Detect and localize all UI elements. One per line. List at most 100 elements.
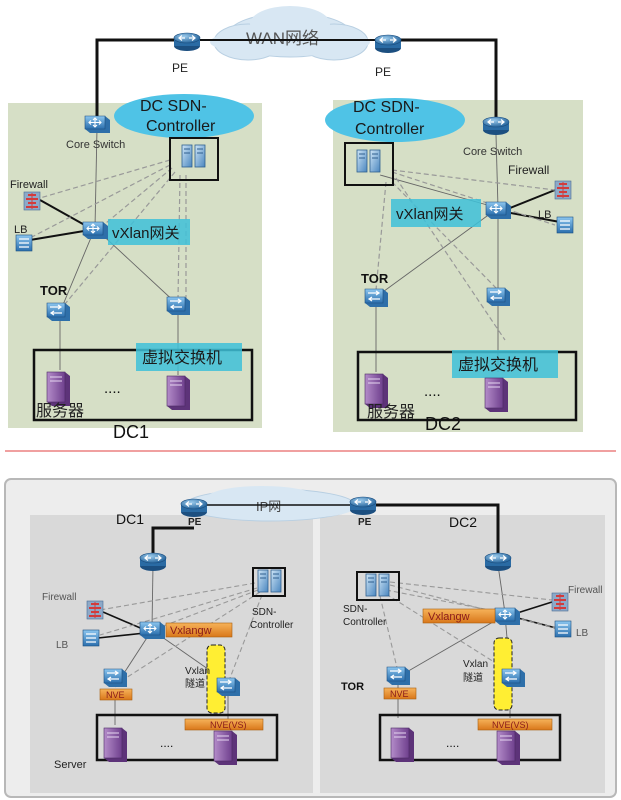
- bottom-left-tunnel-label: Vxlan: [185, 666, 210, 677]
- dc2-tor-label: TOR: [361, 271, 389, 286]
- tor-switch-icon: [103, 668, 128, 688]
- bottom-dc1-name: DC1: [116, 511, 144, 527]
- virtual-switch-icon: [216, 677, 241, 697]
- virtual-switch-icon: [501, 668, 526, 688]
- bottom-dc2-name: DC2: [449, 514, 477, 530]
- bottom-left-nvevs-bar: [184, 718, 264, 731]
- bottom-right-ellipsis: ....: [446, 736, 459, 750]
- bottom-right-server-frame: [378, 713, 562, 762]
- bottom-right-controller-label: Controller: [343, 617, 387, 628]
- dc2-controller-bubble: [325, 98, 465, 142]
- ip-link-right: [370, 503, 500, 558]
- dc1-controller-frame: [169, 137, 219, 181]
- dc1-vxlan-gw-band: [108, 219, 190, 245]
- bottom-left-nve-label: NVE: [106, 690, 125, 700]
- bottom-left-server-frame: [95, 713, 279, 762]
- core-switch-icon: [484, 552, 512, 572]
- lb-icon: [15, 234, 33, 252]
- dc2-ellipsis: ....: [424, 383, 441, 400]
- tor-switch-icon: [364, 288, 389, 308]
- server-icon: [103, 727, 128, 763]
- bottom-dc1-black-links: [97, 611, 146, 639]
- bottom-right-tunnel-label: 隧道: [463, 671, 483, 684]
- bottom-left-controller-label: SDN-: [252, 607, 276, 618]
- dc1-firewall-label: Firewall: [10, 179, 48, 191]
- dc1-ellipsis: ....: [104, 380, 121, 397]
- bottom-right-tunnel-label: Vxlan: [463, 659, 488, 670]
- dc2-controller-label: Controller: [355, 121, 425, 138]
- vxlan-gateway-icon: [485, 201, 512, 220]
- bottom-left-controller-label: Controller: [250, 620, 294, 631]
- wan-cloud: [210, 6, 370, 61]
- bottom-dc2-panel: [320, 515, 605, 793]
- dc1-tor-label: TOR: [40, 283, 68, 298]
- wan-link-right: [400, 38, 498, 118]
- bottom-dc1-panel: [30, 515, 313, 793]
- ip-label: IP网: [256, 499, 281, 514]
- server-icon: [390, 727, 415, 763]
- bottom-right-nvevs-label: NVE(VS): [492, 720, 529, 730]
- bottom-right-lb-label: LB: [576, 628, 589, 639]
- wan-label: WAN网络: [246, 29, 319, 48]
- bottom-left-controller-frame: [252, 567, 286, 597]
- dc2-firewall-label: Firewall: [508, 163, 549, 177]
- core-switch-icon: [482, 116, 510, 136]
- dc2-controller-frame: [344, 142, 394, 186]
- bottom-left-tunnel-label: 隧道: [185, 677, 205, 690]
- lb-icon: [556, 216, 574, 234]
- dc2-vxlan-gw-label: vXlan网关: [396, 206, 464, 223]
- bottom-right-controller-label: SDN-: [343, 604, 367, 615]
- vxlan-gateway-icon: [139, 621, 166, 640]
- dc1-black-links: [29, 199, 91, 241]
- bottom-dc2-control-links: [379, 581, 557, 673]
- core-switch-icon: [84, 115, 111, 134]
- dc2-lb-label: LB: [538, 209, 551, 221]
- bottom-left-nve-bar: [99, 688, 133, 701]
- dc2-vswitch-label: 虚拟交换机: [458, 356, 538, 374]
- bottom-right-vxlangw-bar: [422, 608, 496, 624]
- dc1-lb-label: LB: [14, 224, 27, 236]
- dc1-controller-bubble: [114, 94, 254, 138]
- dc1-name: DC1: [113, 422, 149, 442]
- dc1-core-switch-label: Core Switch: [66, 139, 125, 151]
- server-icon: [496, 730, 521, 766]
- bottom-right-controller-frame: [356, 571, 400, 601]
- pe-router-icon: [180, 498, 208, 518]
- dc1-vswitch-label: 虚拟交换机: [142, 349, 222, 367]
- server-icon: [166, 375, 191, 411]
- bottom-dc1-control-links: [99, 582, 263, 686]
- dc1-vxlan-gw-label: vXlan网关: [112, 225, 180, 242]
- lb-icon: [82, 629, 100, 647]
- virtual-switch-icon: [166, 296, 191, 316]
- top-diagram: WAN网络 PE PE DC SDN: [8, 6, 583, 442]
- bottom-right-firewall-label: Firewall: [568, 585, 602, 596]
- bottom-pe-right-label: PE: [358, 517, 372, 528]
- bottom-left-nvevs-label: NVE(VS): [210, 720, 247, 730]
- bottom-right-nvevs-bar: [477, 718, 553, 731]
- lb-icon: [554, 620, 572, 638]
- pe-right-label: PE: [375, 65, 391, 79]
- dc2-server-label: 服务器: [367, 403, 415, 421]
- firewall-icon: [551, 592, 569, 612]
- server-icon: [484, 377, 509, 413]
- bottom-right-tor-label: TOR: [341, 681, 364, 693]
- bottom-right-vxlangw-label: Vxlangw: [428, 611, 470, 623]
- bottom-right-nve-bar: [383, 687, 417, 700]
- firewall-icon: [554, 180, 572, 200]
- bottom-left-firewall-label: Firewall: [42, 592, 76, 603]
- tor-switch-icon: [46, 302, 71, 322]
- dc1-server-label: 服务器: [36, 402, 84, 420]
- bottom-pe-left-label: PE: [188, 517, 202, 528]
- pe-left-label: PE: [172, 61, 188, 75]
- dc2-controller-label: DC SDN-: [353, 99, 420, 116]
- dc2-vxlan-gw-band: [391, 199, 481, 227]
- dc1-vswitch-band: [136, 343, 242, 371]
- bottom-right-nve-label: NVE: [390, 689, 409, 699]
- dc2-black-links: [504, 189, 561, 223]
- virtual-switch-icon: [486, 287, 511, 307]
- dc1-controller-label: Controller: [146, 118, 216, 135]
- tor-switch-icon: [386, 666, 411, 686]
- server-icon: [364, 373, 389, 409]
- bottom-left-lb-label: LB: [56, 640, 69, 651]
